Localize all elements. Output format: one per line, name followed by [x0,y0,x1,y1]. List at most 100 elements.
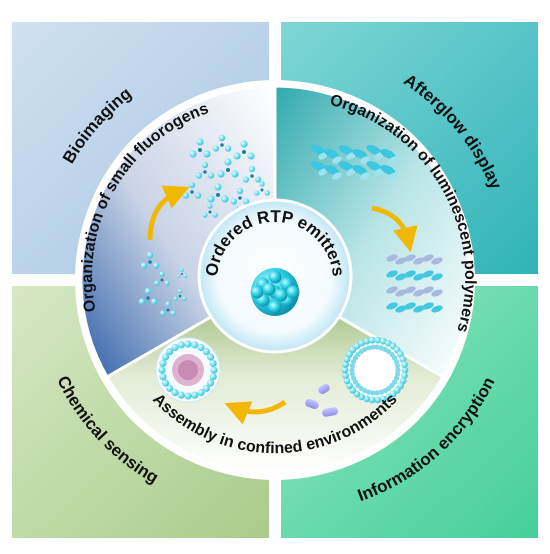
vesicle-bead [395,371,401,377]
vesicle-bead [342,361,349,368]
polymer-segment [431,305,443,313]
fluorogen-core [260,188,264,192]
vesicle-bead [393,359,400,365]
polymer-segment [360,172,370,180]
polymer-segment [395,305,407,313]
fluorogen-dot [221,195,229,203]
center-hub: Ordered RTP emitters [197,198,353,354]
polymer-segment [346,152,356,160]
fluorogen-dot [218,134,226,142]
fluorogen-dot [144,287,152,295]
polymer-segment [413,273,425,281]
fluorogen-dot [212,145,220,152]
fluorogen-core [238,196,242,200]
polymer-segment [310,145,326,155]
fluorogen-dot [254,190,260,196]
arrow-icon [224,399,287,425]
confined-assembly-illustration [155,336,409,417]
fluorogen-dot [207,172,215,179]
nanoparticle-bead [286,285,300,299]
sector-confined-environments [104,278,446,476]
fluorogen-dot [165,301,171,307]
process-arrows [147,185,418,425]
vesicle-icon [341,336,409,404]
polymer-segment [366,145,382,155]
fluorogen-core [220,143,224,147]
vesicle-bead [370,390,376,396]
fluorogen-dot [170,310,176,316]
fluorogen-dot [196,138,204,146]
polymer-illustration [310,145,443,313]
polymer-segment [386,286,398,294]
polymer-segment [413,289,425,297]
vesicle-bead [342,372,349,379]
micelle-bead [177,341,185,349]
fluorogen-core [203,170,207,174]
polymer-segment [380,149,396,159]
polymer-segment [318,152,328,160]
fluorogen-core [166,308,170,312]
polymer-segment [324,165,340,175]
polymer-segment [388,156,398,164]
vesicle-bead [350,375,357,381]
fluorogen-dot [150,298,158,305]
polymer-segment [395,257,407,265]
fluorogen-dot [160,310,166,316]
vesicle-bead [349,363,355,369]
fluorogen-dot [152,262,160,269]
fluorogen-dot [217,170,225,178]
fluorogen-dot [236,187,244,195]
polymer-segment [386,254,398,262]
fluorogen-dot [189,150,197,158]
fluorogen-core [226,168,230,172]
micelle-bead [209,359,217,367]
fluorogen-dot [224,158,232,166]
vesicle-bead [395,363,401,369]
polymer-segment [422,302,434,310]
fluorogen-dot [173,296,178,301]
vesicle-bead [395,367,401,373]
polymer-segment [352,149,368,159]
fluorogen-dot [138,298,146,305]
quadrant-bioimaging [12,22,269,274]
fluorogen-dot [259,181,265,187]
vesicle-bead [382,387,388,394]
fluorogen-core [146,296,150,300]
micelle-bead [159,359,167,367]
micelle-bead [171,388,179,397]
polymer-segment [404,302,416,310]
fluorogen-dot [146,251,154,259]
vesicle-bead [349,371,355,377]
fluorogen-dot [201,161,209,169]
micelle-bead [161,353,170,361]
polymer-segment [366,161,382,171]
fluorogen-dot [188,181,196,189]
fluorogen-dot [247,152,255,160]
vesicle-bead [378,389,384,395]
polymer-segment [310,161,326,171]
nanoparticle-icon [250,268,300,316]
vesicle-bead [374,390,380,396]
fluorogen-dot [230,198,238,205]
fluorogen-dot [242,198,250,205]
vesicle-bead [343,377,351,385]
fluorogen-dot [254,176,262,183]
polymer-segment [431,273,443,281]
micelle-bead [159,373,167,381]
micelle-icon [155,337,221,403]
fluorogen-dot [164,280,170,286]
vesicle-bead [399,355,407,363]
fluorogen-dot [207,195,215,203]
fluorogen-core [148,260,152,264]
fluorogen-dot [176,274,181,278]
polymer-segment [338,145,354,155]
fluorogen-dot [240,140,248,148]
fluorogen-dot [194,192,202,199]
vesicle-bead [368,336,376,344]
vesicle-bead [401,361,408,368]
polymer-segment [352,165,368,175]
polymer-segment [395,289,407,297]
vesicle-bead [366,389,372,395]
micelle-bead [197,343,205,352]
